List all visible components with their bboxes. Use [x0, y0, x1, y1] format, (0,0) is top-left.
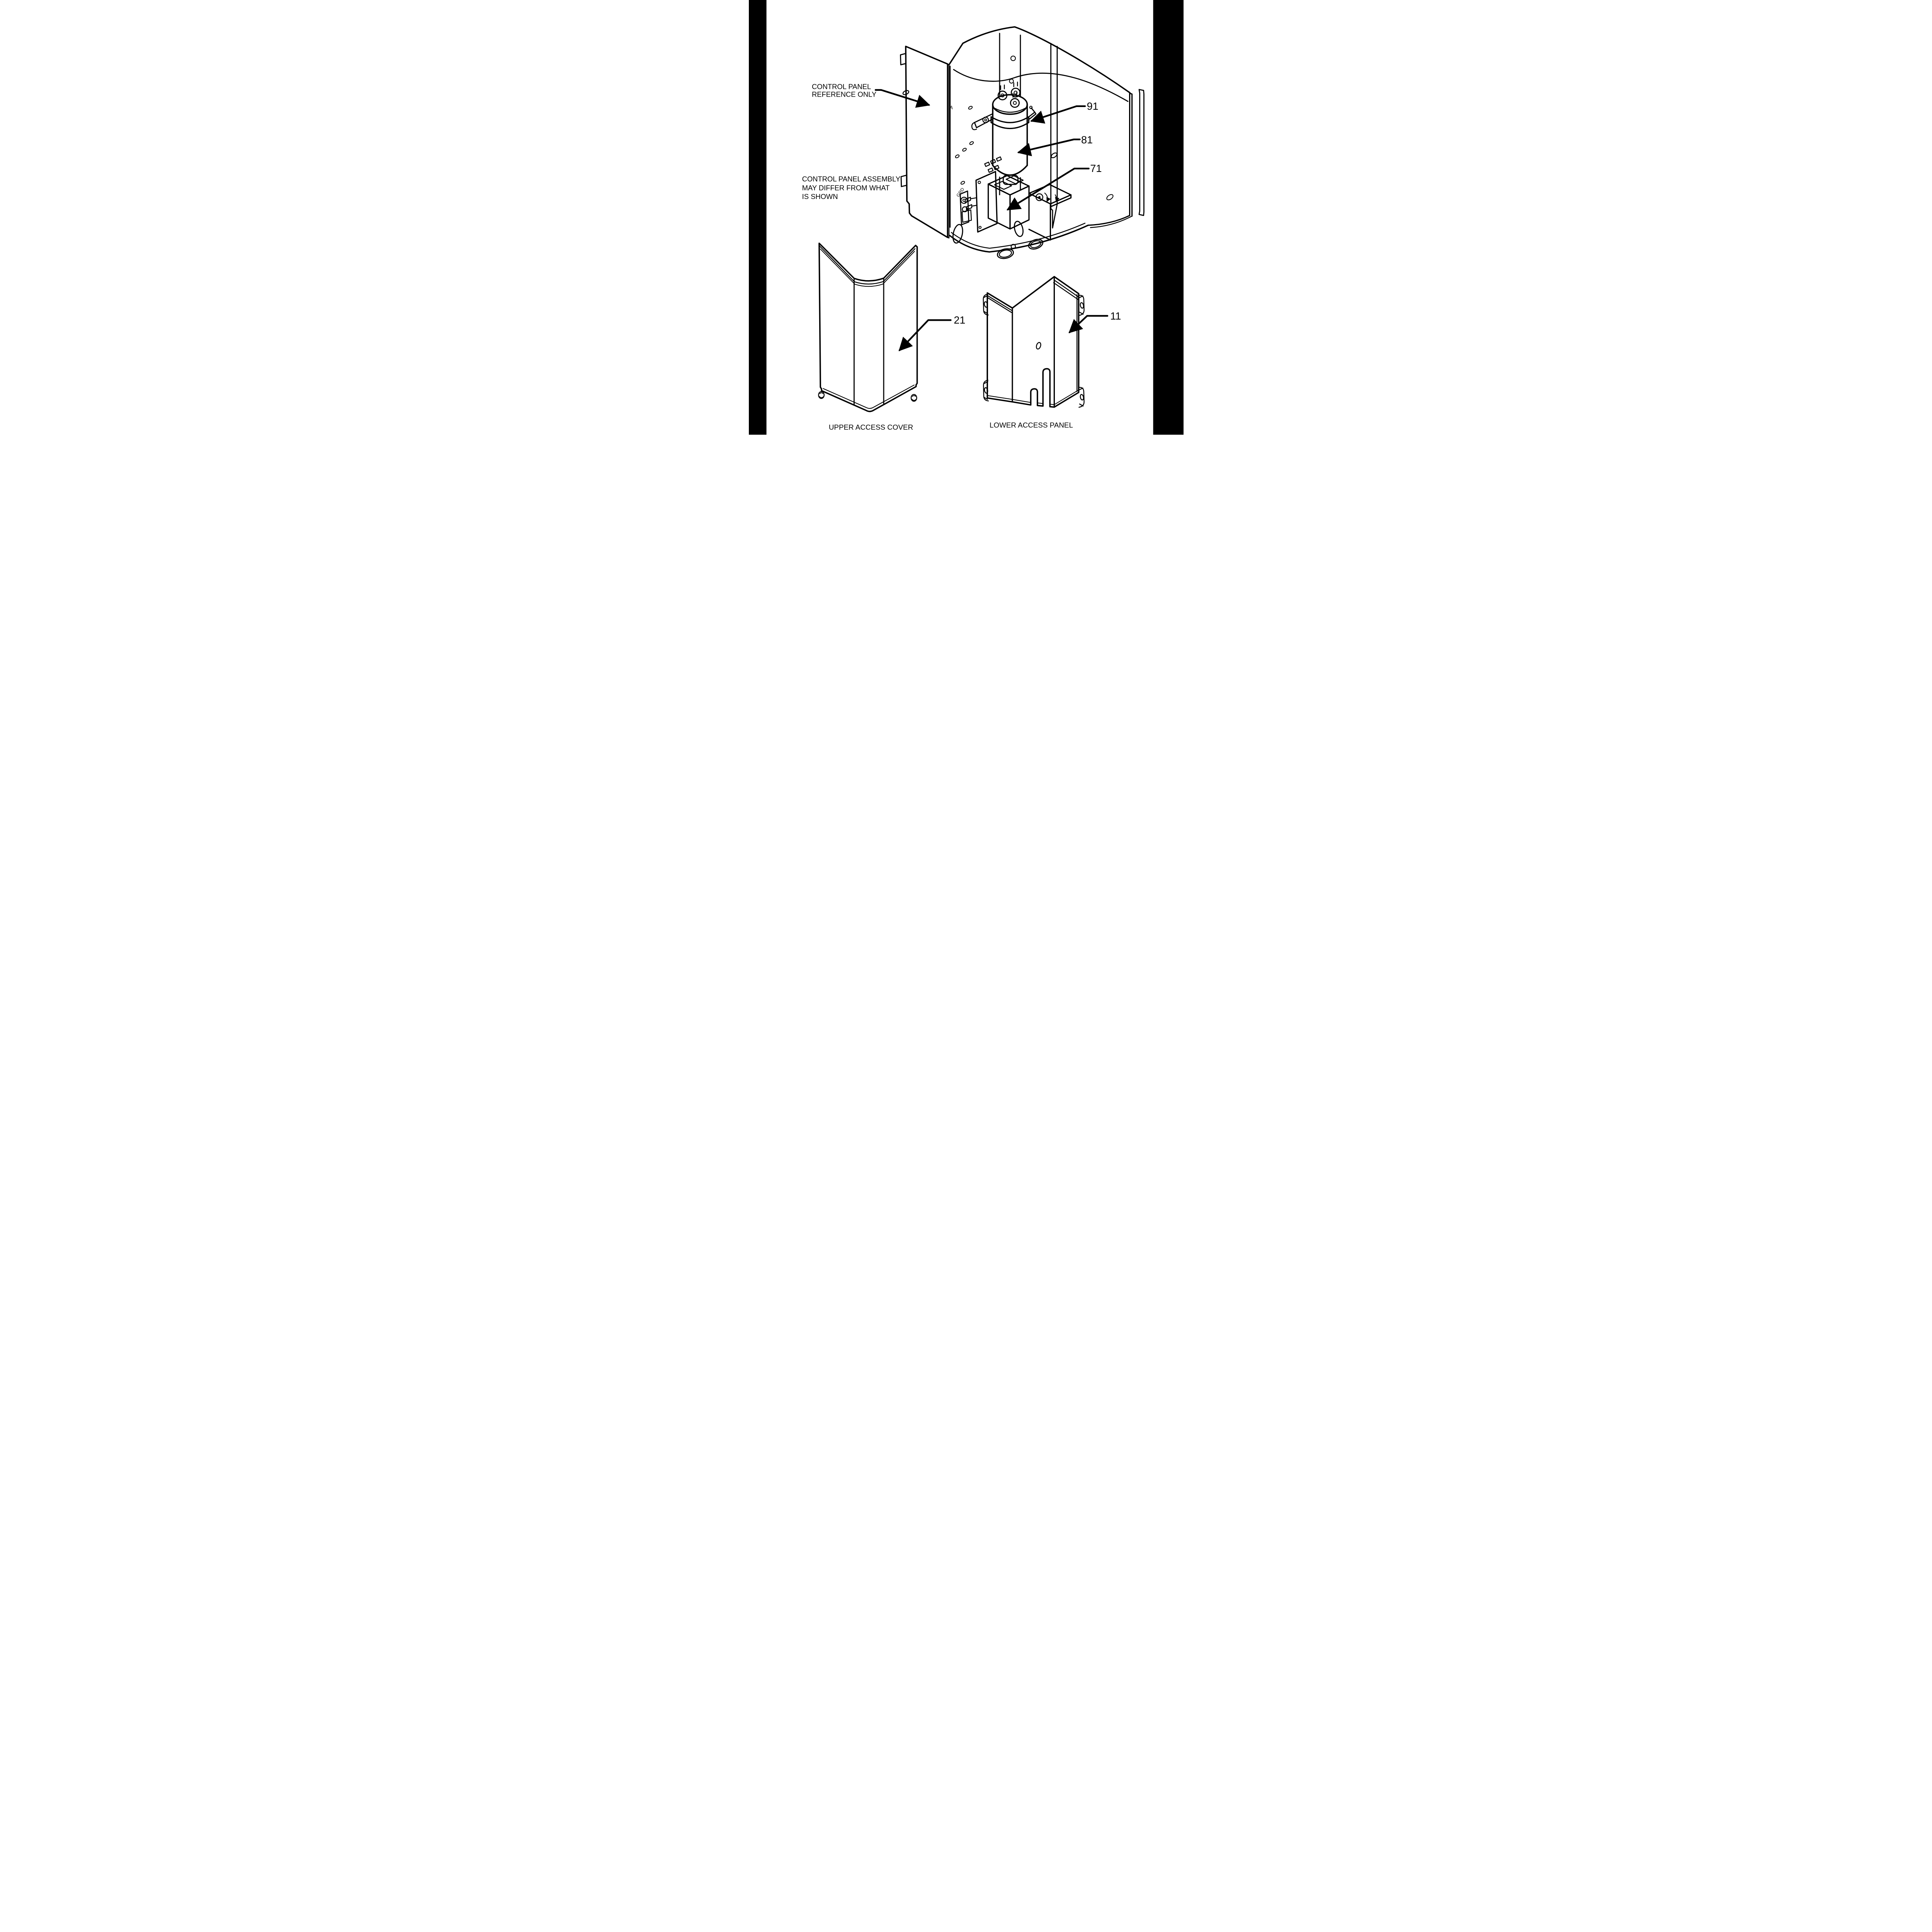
leader-21: [898, 319, 952, 351]
panel-clip: [1078, 387, 1085, 408]
cover-screw-left: [818, 391, 825, 399]
note-assembly-line1: CONTROL PANEL ASSEMBLY: [802, 175, 900, 183]
parts-diagram-page: A: [748, 0, 1184, 435]
panel-clip: [983, 294, 989, 316]
cabinet-shell: A: [948, 26, 1145, 259]
callout-71: 71: [1090, 163, 1102, 174]
wall-seam-strip: [1050, 43, 1058, 229]
panel-clip: [983, 379, 989, 401]
callout-21: 21: [954, 315, 965, 326]
caption-lower-access-panel: LOWER ACCESS PANEL: [990, 421, 1073, 429]
note-reference-line1: CONTROL PANEL: [812, 82, 871, 90]
wire-grommet: [1028, 239, 1043, 250]
door-hinge-tab-top: [900, 53, 906, 66]
leader-11: [1068, 315, 1108, 333]
callout-91: 91: [1087, 100, 1098, 112]
capacitor-terminals: [997, 82, 1020, 108]
front-flange-rail: [1138, 89, 1145, 216]
view-letter: A: [949, 105, 953, 111]
door-screw-hole: [902, 90, 909, 95]
note-assembly-line2: MAY DIFFER FROM WHAT: [802, 184, 889, 192]
panel-hole: [1036, 342, 1041, 350]
callouts: 91 81 71 21 11: [874, 89, 1121, 351]
contactor-terminal-blades: [984, 156, 1002, 173]
right-black-bar: [1153, 0, 1184, 435]
cover-screw-right: [910, 394, 917, 402]
door-hinge-tab-bottom: [900, 175, 907, 187]
parts-diagram: A: [748, 0, 1184, 435]
leader-71: [1006, 168, 1090, 211]
note-reference-line2: REFERENCE ONLY: [812, 90, 876, 98]
bracket-screw: [1035, 193, 1043, 201]
lower-access-panel: [983, 276, 1085, 408]
quick-connect-tabs: [964, 197, 978, 211]
leader-81: [1017, 138, 1081, 156]
annotations: CONTROL PANEL REFERENCE ONLY CONTROL PAN…: [802, 82, 1073, 431]
leader-91: [1030, 105, 1086, 124]
callout-11: 11: [1110, 310, 1121, 322]
upper-access-cover: [818, 242, 918, 412]
wire-grommet: [997, 248, 1014, 259]
caption-upper-access-cover: UPPER ACCESS COVER: [828, 423, 913, 431]
left-black-bar: [748, 0, 767, 435]
callout-81: 81: [1081, 134, 1093, 146]
note-assembly-line3: IS SHOWN: [802, 192, 838, 201]
contactor: [964, 156, 1030, 233]
panel-clip: [1078, 295, 1085, 316]
capacitor-channel: [999, 33, 1021, 196]
control-panel-door: [900, 46, 949, 239]
leader-reference-note: [874, 89, 930, 108]
capacitor-base: [1002, 175, 1019, 185]
paper-background: [748, 0, 1184, 435]
